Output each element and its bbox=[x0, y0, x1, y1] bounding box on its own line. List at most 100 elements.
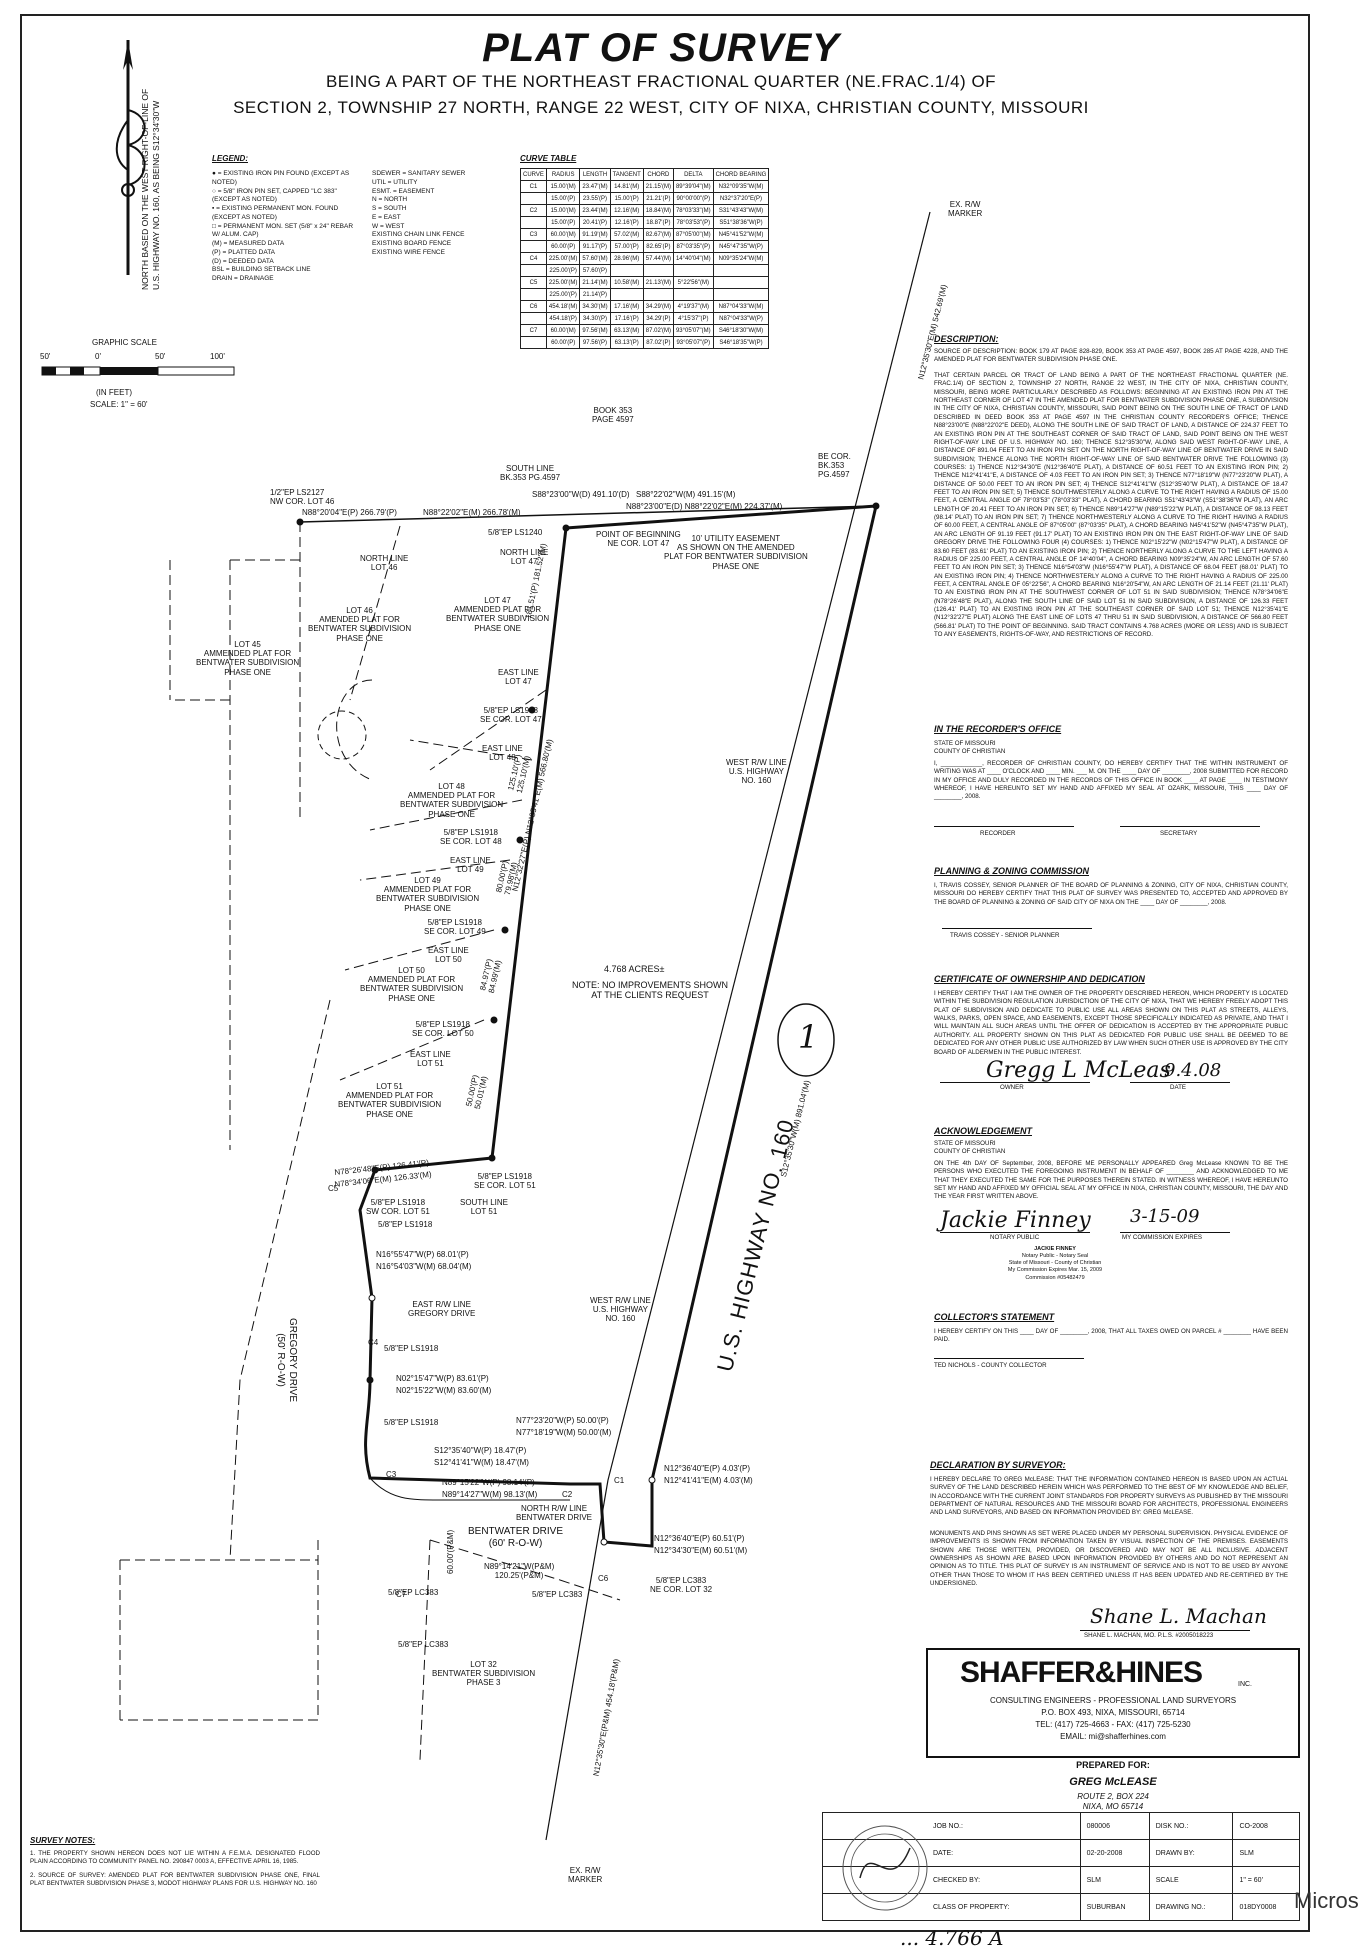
graphic-scale-units: (IN FEET) bbox=[96, 388, 132, 397]
description-source: SOURCE OF DESCRIPTION: BOOK 179 AT PAGE … bbox=[934, 348, 1288, 364]
curve-table-cell: S46°18'35"W(P) bbox=[712, 336, 770, 349]
prepared-for-address-1: ROUTE 2, BOX 224 bbox=[1077, 1792, 1149, 1801]
pin-lc383-c: 5/8"EP LC383 NE COR. LOT 32 bbox=[650, 1576, 713, 1595]
curve-label: C2 bbox=[562, 1490, 573, 1499]
owner-signature-line bbox=[940, 1082, 1090, 1083]
surveyor-title: DECLARATION BY SURVEYOR: bbox=[930, 1460, 1066, 1470]
nw-corner-lot46: 1/2"EP LS2127 NW COR. LOT 46 bbox=[270, 488, 335, 507]
se-corner-lot47: 5/8"EP LS1918 SE COR. LOT 47 bbox=[480, 706, 542, 725]
bearing-77-measured: N77°18'19"W(M) 50.00'(M) bbox=[516, 1428, 612, 1437]
lot50-label: LOT 50 AMMENDED PLAT FOR BENTWATER SUBDI… bbox=[360, 966, 464, 1003]
job-info-value: SUBURBAN bbox=[1079, 1893, 1150, 1921]
secretary-signature-label: SECRETARY bbox=[1160, 830, 1198, 837]
job-info-value: SLM bbox=[1079, 1866, 1150, 1894]
book353-label: BOOK 353 PAGE 4597 bbox=[592, 406, 634, 425]
ack-county: COUNTY OF CHRISTIAN bbox=[934, 1148, 1006, 1155]
pin-top-label: 5/8"EP LS1240 bbox=[488, 528, 543, 537]
graphic-scale-ratio: SCALE: 1" = 60' bbox=[90, 400, 148, 409]
north-boundary-line bbox=[299, 505, 877, 523]
collector-title: COLLECTOR'S STATEMENT bbox=[934, 1312, 1055, 1322]
lot48-label: LOT 48 AMMENDED PLAT FOR BENTWATER SUBDI… bbox=[400, 782, 504, 819]
scale-tick-label: 0' bbox=[95, 352, 101, 361]
legend-item: ESMT. = EASEMENT bbox=[372, 187, 435, 195]
curve-table-cell: 63.13'(P) bbox=[609, 336, 644, 349]
date-label: DATE bbox=[1170, 1084, 1187, 1091]
recorder-body: I, ____________, RECORDER OF CHRISTIAN C… bbox=[934, 760, 1288, 801]
legend-item: (M) = MEASURED DATA bbox=[212, 240, 285, 248]
planning-signature-label: TRAVIS COSSEY - SENIOR PLANNER bbox=[950, 932, 1060, 939]
curve-label: C7 bbox=[396, 1590, 407, 1599]
survey-note: 2. SOURCE OF SURVEY: AMENDED PLAT FOR BE… bbox=[30, 1872, 320, 1888]
se-corner-lot50: 5/8"EP LS1918 SE COR. LOT 50 bbox=[412, 1020, 474, 1039]
highway-rw-line-lower bbox=[545, 1479, 609, 1841]
notary-stamp: JACKIE FINNEY Notary Public - Notary Sea… bbox=[990, 1246, 1120, 1282]
prepared-for-address-2: NIXA, MO 65714 bbox=[1082, 1802, 1144, 1811]
surveyor-seal-icon bbox=[842, 1825, 928, 1911]
pin-ls1918-b: 5/8"EP LS1918 bbox=[384, 1344, 439, 1353]
east-line-lot48: EAST LINE LOT 48 bbox=[482, 744, 523, 763]
north-line-lot47: NORTH LINE LOT 47 bbox=[500, 548, 549, 567]
stamp-line: My Commission Expires Mar. 15, 2009 bbox=[1007, 1267, 1103, 1274]
parcel-boundary bbox=[358, 504, 878, 1548]
legend-item: ● = EXISTING IRON PIN FOUND (EXCEPT AS N… bbox=[212, 170, 350, 186]
notary-label: NOTARY PUBLIC bbox=[990, 1234, 1040, 1241]
job-info-label: DRAWN BY: bbox=[1148, 1839, 1234, 1867]
legend-right-list: SDEWER = SANITARY SEWER UTIL = UTILITY E… bbox=[372, 170, 502, 258]
planning-signature-line bbox=[942, 928, 1092, 929]
circled-number: 1 bbox=[798, 1018, 819, 1056]
surveyor-signature-line bbox=[1080, 1630, 1250, 1631]
graphic-scale-label: GRAPHIC SCALE bbox=[92, 338, 157, 347]
acknowledgement-title: ACKNOWLEDGEMENT bbox=[934, 1126, 1032, 1136]
west-rw-label-top: WEST R/W LINE U.S. HIGHWAY NO. 160 bbox=[726, 758, 787, 786]
curve-table-cell: C3 bbox=[520, 228, 547, 241]
north-line-bearing-deed: S88°23'00"W(D) 491.10'(D) bbox=[532, 490, 630, 499]
firm-block bbox=[926, 1648, 1300, 1758]
legend-item: BSL = BUILDING SETBACK LINE bbox=[212, 266, 311, 274]
graphic-scale-bar bbox=[41, 366, 235, 376]
firm-line-4: EMAIL: mi@shafferhines.com bbox=[1060, 1732, 1166, 1741]
legend-item: UTIL = UTILITY bbox=[372, 178, 418, 186]
prepared-for-label: PREPARED FOR: bbox=[1076, 1760, 1150, 1770]
recorder-county: COUNTY OF CHRISTIAN bbox=[934, 748, 1006, 755]
west-rw-label-bottom: WEST R/W LINE U.S. HIGHWAY NO. 160 bbox=[590, 1296, 651, 1324]
legend-item: (P) = PLATTED DATA bbox=[212, 248, 276, 256]
curve-table-cell: 87.02'(P) bbox=[642, 336, 674, 349]
se-corner-lot49: 5/8"EP LS1918 SE COR. LOT 49 bbox=[424, 918, 486, 937]
south-line-label: SOUTH LINE BK.353 PG.4597 bbox=[500, 464, 561, 483]
survey-notes-title: SURVEY NOTES: bbox=[30, 1836, 96, 1845]
north-arrow-icon bbox=[115, 40, 146, 275]
se-corner-lot48: 5/8"EP LS1918 SE COR. LOT 48 bbox=[440, 828, 502, 847]
ex-rw-marker-top: EX. R/W MARKER bbox=[948, 200, 983, 219]
lot49-label: LOT 49 AMMENDED PLAT FOR BENTWATER SUBDI… bbox=[376, 876, 480, 913]
lot-lines bbox=[119, 522, 621, 1761]
owner-signature-date: 9.4.08 bbox=[1164, 1060, 1222, 1081]
bearing-12-platted-2: N12°36'40"E(P) 4.03'(P) bbox=[664, 1464, 751, 1473]
job-info-label: CLASS OF PROPERTY: bbox=[822, 1893, 1081, 1921]
pin-lc383-b: 5/8"EP LC383 bbox=[532, 1590, 583, 1599]
job-info-label: SCALE bbox=[1148, 1866, 1234, 1894]
curve-table-cell bbox=[520, 336, 547, 349]
north-line-bearing-platted: N88°20'04"E(P) 266.79'(P) bbox=[302, 508, 397, 517]
curve-table-cell: C1 bbox=[520, 180, 547, 193]
commission-expires-date: 3-15-09 bbox=[1130, 1206, 1200, 1227]
secretary-signature-line bbox=[1120, 826, 1260, 827]
surveyor-signature-label: SHANE L. MACHAN, MO. P.L.S. #2005018223 bbox=[1084, 1632, 1214, 1639]
planning-title: PLANNING & ZONING COMMISSION bbox=[934, 866, 1089, 876]
prepared-for-name: GREG McLEASE bbox=[1069, 1776, 1157, 1788]
curve-label: C5 bbox=[328, 1184, 339, 1193]
legend-item: DRAIN = DRAINAGE bbox=[212, 275, 274, 283]
job-info-value: 080006 bbox=[1079, 1812, 1150, 1840]
legend-item: E = EAST bbox=[372, 213, 401, 221]
recorder-signature-label: RECORDER bbox=[980, 830, 1016, 837]
bottom-handwriting: ... 4.766 A bbox=[900, 1926, 1004, 1950]
job-info-label: DISK NO.: bbox=[1148, 1812, 1234, 1840]
improvements-note: NOTE: NO IMPROVEMENTS SHOWN AT THE CLIEN… bbox=[572, 980, 729, 1001]
ownership-body: I HEREBY CERTIFY THAT I AM THE OWNER OF … bbox=[934, 990, 1288, 1056]
surveyor-signature: Shane L. Machan bbox=[1090, 1604, 1267, 1628]
curve-label: C4 bbox=[368, 1338, 379, 1347]
